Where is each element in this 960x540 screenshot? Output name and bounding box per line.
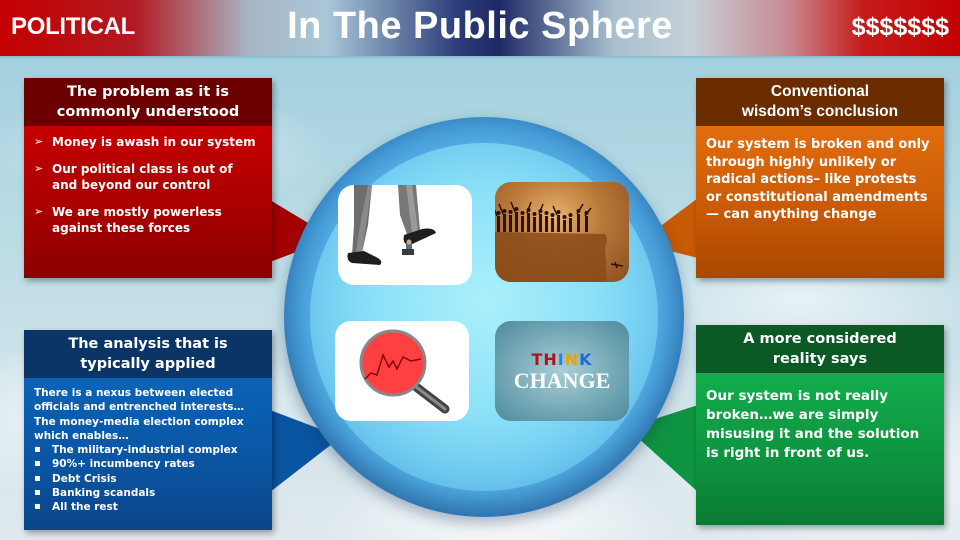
think-text: THINK <box>531 350 593 369</box>
conclusion-callout: Conventional wisdom’s conclusion Our sys… <box>696 78 944 278</box>
reality-title: A more considered reality says <box>696 325 944 373</box>
list-item: Money is awash in our system <box>34 134 262 150</box>
problem-list: Money is awash in our system Our politic… <box>34 134 262 236</box>
list-item: The military-industrial complex <box>34 443 262 458</box>
political-label: POLITICAL <box>11 13 135 40</box>
analysis-list: The military-industrial complex 90%+ inc… <box>34 443 262 515</box>
problem-body: Money is awash in our system Our politic… <box>24 126 272 278</box>
problem-title: The problem as it is commonly understood <box>24 78 272 126</box>
reality-callout: A more considered reality says Our syste… <box>696 325 944 525</box>
conclusion-title: Conventional wisdom’s conclusion <box>696 78 944 126</box>
magnifying-glass-icon <box>359 329 450 414</box>
list-item: 90%+ incumbency rates <box>34 457 262 472</box>
list-item: All the rest <box>34 500 262 515</box>
reality-body: Our system is not really broken…we are s… <box>696 373 944 525</box>
analysis-callout: The analysis that is typically applied T… <box>24 330 272 530</box>
crowd-at-cliff-edge-image <box>495 182 629 282</box>
list-item: Banking scandals <box>34 486 262 501</box>
think-change-image: THINK CHANGE <box>495 321 629 421</box>
foot-icon <box>347 185 436 265</box>
list-item: Our political class is out of and beyond… <box>34 161 262 193</box>
crowd-silhouette-icon <box>495 201 624 282</box>
page-title: In The Public Sphere <box>287 5 673 47</box>
conclusion-body: Our system is broken and only through hi… <box>696 126 944 278</box>
central-sphere: THINK CHANGE <box>284 117 684 517</box>
list-item: We are mostly powerless against these fo… <box>34 204 262 236</box>
analysis-body: There is a nexus between elected officia… <box>24 378 272 530</box>
list-item: Debt Crisis <box>34 472 262 487</box>
analysis-intro: There is a nexus between elected officia… <box>34 387 244 442</box>
title-banner: POLITICAL In The Public Sphere $$$$$$$ <box>0 0 960 58</box>
problem-callout: The problem as it is commonly understood… <box>24 78 272 278</box>
change-text: CHANGE <box>513 368 611 393</box>
analysis-title: The analysis that is typically applied <box>24 330 272 378</box>
magnifying-glass-chart-image <box>335 321 469 421</box>
dollar-signs-label: $$$$$$$ <box>851 13 949 41</box>
giant-foot-stepping-on-man-image <box>338 185 472 285</box>
